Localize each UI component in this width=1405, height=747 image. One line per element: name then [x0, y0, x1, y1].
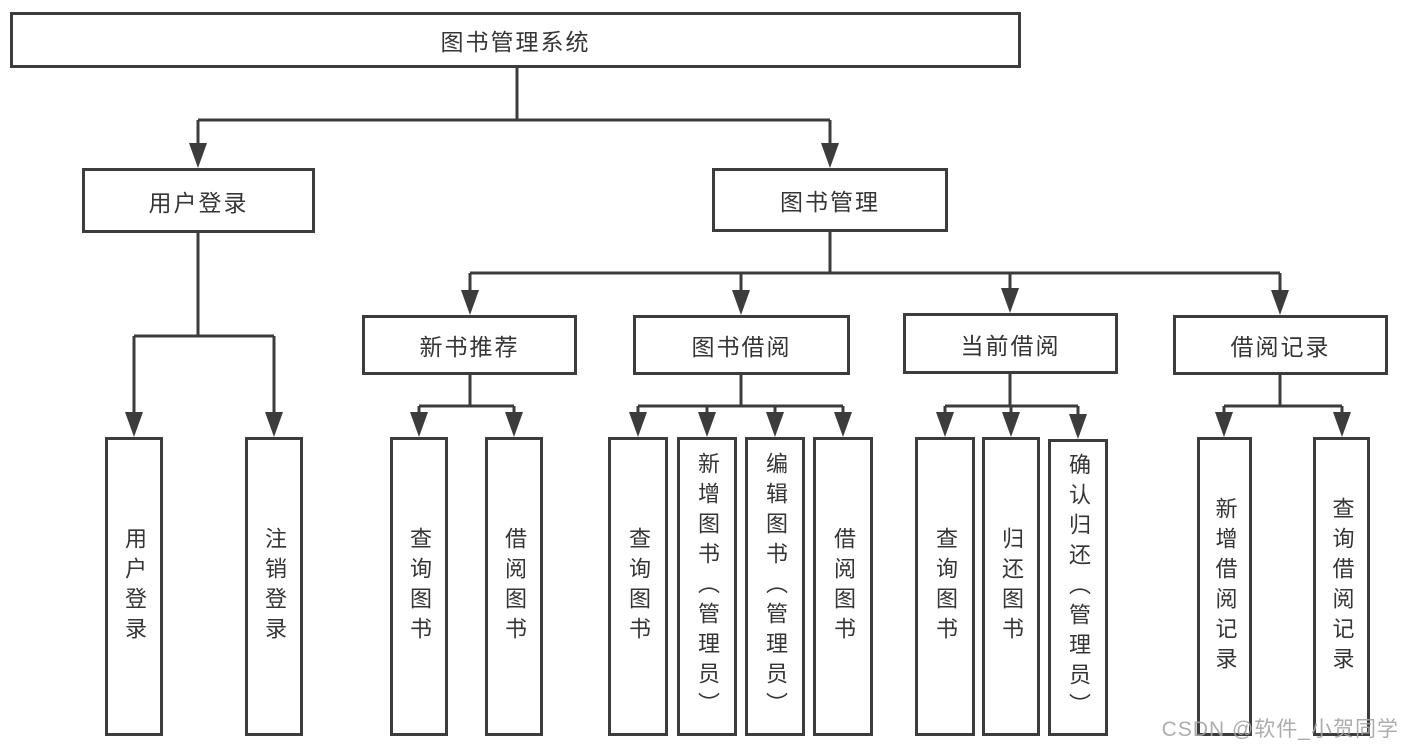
arrowhead	[1333, 412, 1351, 437]
node-nbr-borrow-books: 借阅图书	[485, 437, 543, 736]
connector-borrow-records	[1222, 375, 1344, 417]
connector-user-login-group	[132, 233, 276, 417]
arrowhead	[936, 412, 954, 437]
node-logout-leaf: 注销登录	[245, 437, 303, 736]
arrowhead	[1271, 290, 1289, 315]
connector-book-borrow	[636, 375, 845, 417]
node-cb-confirm-admin: 确认归还（管理员）	[1048, 439, 1108, 736]
node-bb-borrow-books: 借阅图书	[813, 437, 873, 736]
connector-book-mgmt-group	[468, 232, 1282, 295]
connector-root	[196, 68, 832, 148]
node-nbr-query-books: 查询图书	[390, 437, 448, 736]
arrowhead	[265, 412, 283, 437]
node-cb-return-books: 归还图书	[982, 437, 1040, 736]
arrowhead	[1002, 412, 1020, 437]
node-borrow-records: 借阅记录	[1173, 315, 1388, 375]
node-br-query-record: 查询借阅记录	[1313, 437, 1370, 736]
arrowhead	[732, 290, 750, 315]
arrowhead	[410, 412, 428, 437]
node-br-add-record: 新增借阅记录	[1197, 437, 1252, 736]
node-current-borrow: 当前借阅	[903, 313, 1118, 374]
node-bb-query-books: 查询图书	[608, 437, 668, 736]
arrowhead	[834, 412, 852, 437]
arrowhead	[461, 290, 479, 315]
arrowhead	[125, 412, 143, 437]
arrowhead	[629, 412, 647, 437]
node-book-borrow: 图书借阅	[633, 315, 850, 375]
node-bb-edit-books-admin: 编辑图书（管理员）	[745, 437, 805, 736]
node-user-login-leaf: 用户登录	[105, 437, 163, 736]
connector-new-book-rec	[417, 375, 516, 417]
arrowhead	[1001, 288, 1019, 313]
connector-current-borrow	[943, 374, 1080, 419]
arrowhead	[698, 412, 716, 437]
arrowhead	[821, 143, 839, 168]
arrowhead	[189, 143, 207, 168]
node-root: 图书管理系统	[10, 12, 1021, 68]
node-user-login-group: 用户登录	[82, 168, 315, 233]
node-bb-add-books-admin: 新增图书（管理员）	[677, 437, 737, 736]
arrowhead	[1215, 412, 1233, 437]
node-cb-query-books: 查询图书	[915, 437, 975, 736]
arrowhead	[1069, 414, 1087, 439]
node-book-mgmt-group: 图书管理	[712, 168, 948, 232]
arrowhead	[766, 412, 784, 437]
node-new-book-rec: 新书推荐	[362, 315, 577, 375]
arrowhead	[505, 412, 523, 437]
